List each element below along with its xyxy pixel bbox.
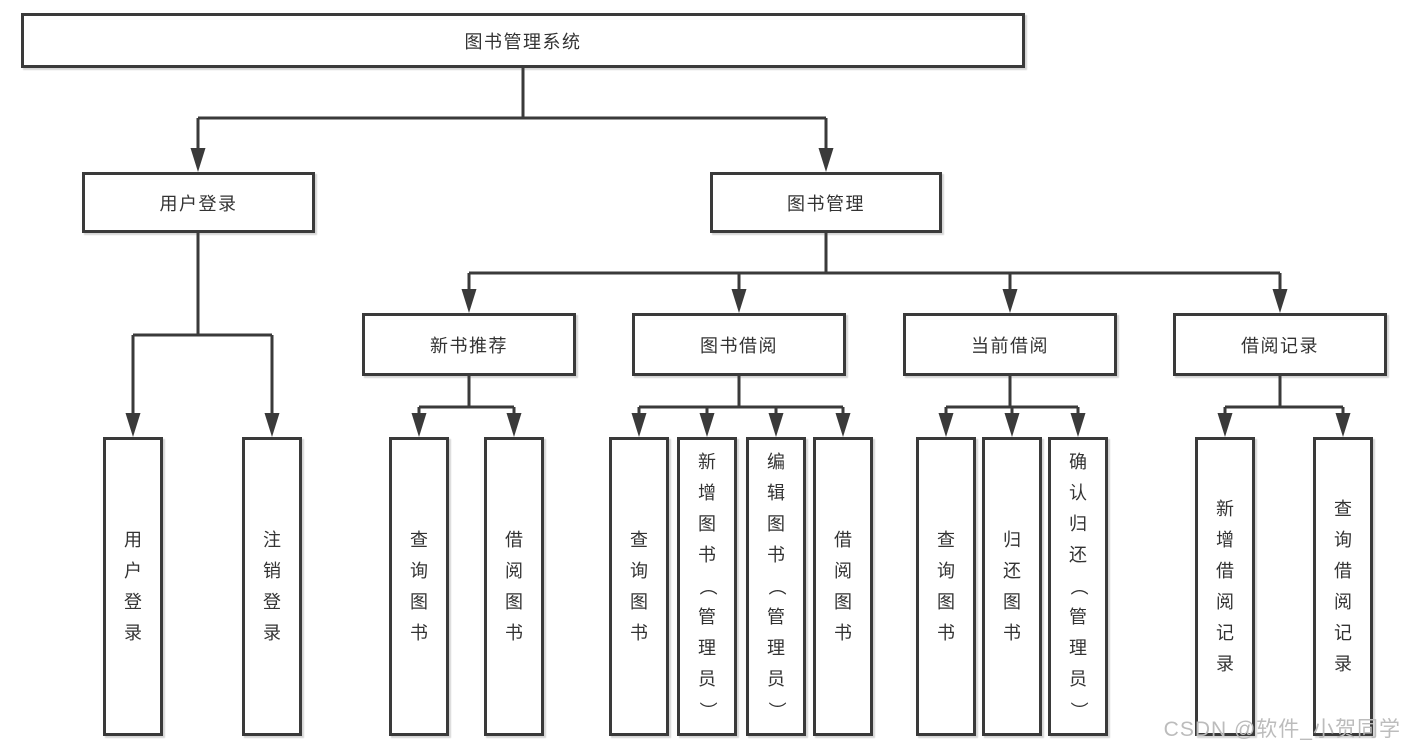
node-new-book-recommendation: 新书推荐 [362, 313, 576, 376]
leaf-query-borrow-record: 查询借阅记录 [1313, 437, 1373, 736]
node-book-borrowing: 图书借阅 [632, 313, 846, 376]
leaf-edit-books-admin: 编辑图书（管理员） [746, 437, 806, 736]
leaf-return-books: 归还图书 [982, 437, 1042, 736]
leaf-label: 借阅图书 [505, 529, 523, 643]
watermark: CSDN @软件_小贺同学 [1163, 718, 1401, 741]
node-borrowing-records: 借阅记录 [1173, 313, 1387, 376]
node-library-management-system: 图书管理系统 [21, 13, 1025, 68]
leaf-label: 编辑图书（管理员） [766, 452, 787, 720]
leaf-borrow-books-borrowing: 借阅图书 [813, 437, 873, 736]
leaf-logout: 注销登录 [242, 437, 302, 736]
leaf-label: 查询图书 [410, 529, 428, 643]
leaf-query-books-borrowing: 查询图书 [609, 437, 669, 736]
node-label: 新书推荐 [430, 335, 508, 356]
leaf-label: 确认归还（管理员） [1068, 452, 1089, 720]
leaf-label: 借阅图书 [834, 529, 852, 643]
leaf-label: 归还图书 [1003, 529, 1021, 643]
node-label: 当前借阅 [971, 335, 1049, 356]
node-label: 图书管理系统 [464, 31, 582, 52]
node-label: 图书管理 [787, 193, 865, 214]
leaf-query-books-current: 查询图书 [916, 437, 976, 736]
arrowheads [125, 148, 1351, 437]
leaf-add-borrow-record: 新增借阅记录 [1195, 437, 1255, 736]
leaf-label: 查询图书 [630, 529, 648, 643]
leaf-confirm-return-admin: 确认归还（管理员） [1048, 437, 1108, 736]
node-label: 借阅记录 [1241, 335, 1319, 356]
node-label: 图书借阅 [700, 335, 778, 356]
node-current-borrowing: 当前借阅 [903, 313, 1117, 376]
node-book-management: 图书管理 [710, 172, 942, 233]
node-label: 用户登录 [159, 193, 238, 214]
leaf-label: 查询借阅记录 [1334, 498, 1352, 674]
leaf-user-login: 用户登录 [103, 437, 163, 736]
leaf-label: 注销登录 [263, 529, 281, 643]
leaf-label: 新增借阅记录 [1216, 498, 1234, 674]
leaf-add-books-admin: 新增图书（管理员） [677, 437, 737, 736]
leaf-label: 新增图书（管理员） [697, 452, 718, 720]
node-user-login: 用户登录 [82, 172, 315, 233]
leaf-label: 用户登录 [124, 529, 142, 643]
leaf-borrow-books-recommend: 借阅图书 [484, 437, 544, 736]
leaf-query-books-recommend: 查询图书 [389, 437, 449, 736]
leaf-label: 查询图书 [937, 529, 955, 643]
connector-paths [131, 68, 1345, 415]
